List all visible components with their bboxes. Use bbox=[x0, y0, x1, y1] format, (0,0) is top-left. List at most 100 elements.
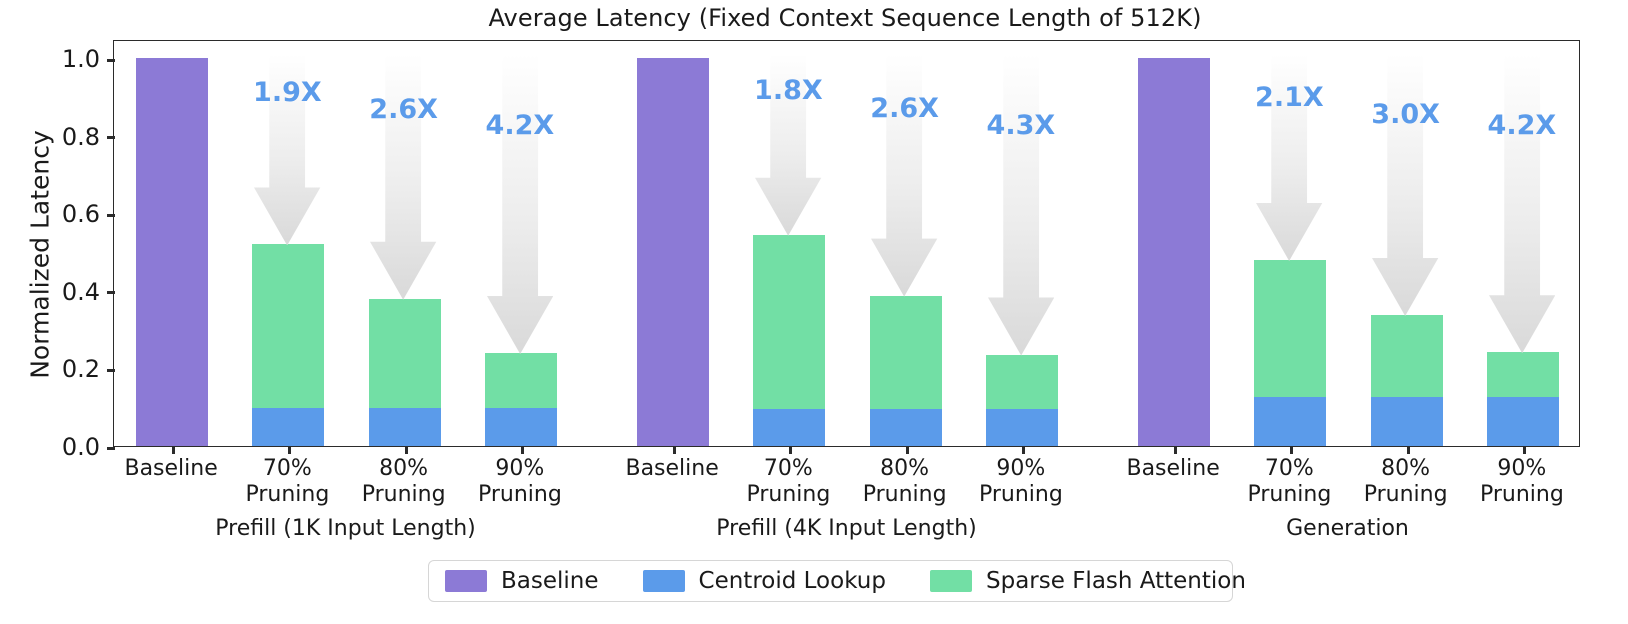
x-axis-tick-label: 80% Pruning bbox=[361, 456, 446, 507]
bar bbox=[637, 58, 710, 446]
legend-swatch bbox=[930, 570, 972, 592]
speedup-annotation: 3.0X bbox=[1371, 98, 1440, 130]
legend-swatch bbox=[445, 570, 487, 592]
bar-segment-sparse bbox=[1370, 315, 1443, 397]
legend-item[interactable]: Centroid Lookup bbox=[642, 568, 886, 594]
y-tick-label: 1.0 bbox=[61, 45, 100, 74]
bar bbox=[869, 295, 942, 446]
y-tick-mark bbox=[107, 136, 115, 140]
speedup-down-arrow-icon bbox=[370, 54, 437, 300]
speedup-down-arrow-icon bbox=[1372, 54, 1439, 316]
bar-segment-centroid bbox=[753, 409, 826, 446]
bar bbox=[252, 244, 325, 446]
legend-item[interactable]: Baseline bbox=[445, 568, 599, 594]
speedup-down-arrow-icon bbox=[486, 54, 554, 354]
speedup-annotation: 4.2X bbox=[1487, 109, 1557, 141]
speedup-down-arrow-icon bbox=[254, 54, 321, 246]
legend-item[interactable]: Sparse Flash Attention bbox=[930, 568, 1246, 594]
bar bbox=[753, 234, 826, 446]
y-tick-label: 0.4 bbox=[61, 277, 100, 306]
x-axis-tick-label: 70% Pruning bbox=[746, 456, 831, 507]
x-axis-tick-label: 70% Pruning bbox=[245, 456, 330, 507]
bar bbox=[985, 354, 1058, 446]
y-tick-label: 0.6 bbox=[61, 200, 100, 229]
chart-legend: Baseline Centroid Lookup Sparse Flash Atte… bbox=[428, 560, 1246, 602]
y-axis-label: Normalized Latency bbox=[25, 130, 55, 379]
speedup-annotation: 2.6X bbox=[870, 92, 939, 124]
bar-segment-baseline bbox=[1138, 58, 1211, 446]
bar-segment-centroid bbox=[869, 409, 942, 446]
y-tick-label: 0.0 bbox=[61, 433, 100, 461]
speedup-down-arrow-icon bbox=[871, 54, 938, 297]
x-axis-tick-label: 80% Pruning bbox=[1363, 456, 1448, 507]
speedup-down-arrow-icon bbox=[987, 54, 1055, 356]
x-tick-mark bbox=[172, 446, 176, 454]
y-tick-label: 0.2 bbox=[61, 355, 100, 384]
bar bbox=[368, 298, 441, 446]
bar bbox=[136, 58, 209, 446]
bar-segment-sparse bbox=[484, 352, 557, 409]
x-tick-mark bbox=[404, 446, 408, 454]
y-tick-mark bbox=[107, 291, 115, 295]
bar-segment-centroid bbox=[484, 408, 557, 446]
bar bbox=[484, 352, 557, 446]
bar-segment-sparse bbox=[753, 234, 826, 410]
bar bbox=[1254, 259, 1327, 446]
x-axis-tick-label: 80% Pruning bbox=[862, 456, 947, 507]
x-axis-group-label: Prefill (1K Input Length) bbox=[215, 516, 476, 541]
speedup-down-arrow-icon bbox=[755, 54, 822, 236]
x-tick-mark bbox=[1406, 446, 1410, 454]
speedup-down-arrow-icon bbox=[1488, 54, 1556, 354]
legend-label: Baseline bbox=[501, 568, 599, 594]
bar-segment-baseline bbox=[637, 58, 710, 446]
x-tick-mark bbox=[288, 446, 292, 454]
bar-segment-centroid bbox=[1486, 396, 1559, 446]
x-axis-group-label: Prefill (4K Input Length) bbox=[716, 516, 977, 541]
legend-swatch bbox=[642, 570, 685, 592]
x-tick-mark bbox=[905, 446, 909, 454]
x-axis-tick-label: Baseline bbox=[625, 456, 719, 481]
bar bbox=[1370, 315, 1443, 446]
legend-label: Centroid Lookup bbox=[698, 568, 886, 594]
plot-inner: 0.0 0.2 0.4 0.6 0.8 1.0 bbox=[62, 41, 1579, 461]
bar-segment-sparse bbox=[1486, 352, 1559, 397]
speedup-down-arrow-icon bbox=[1256, 54, 1323, 261]
bar-segment-centroid bbox=[1370, 396, 1443, 446]
y-tick-mark bbox=[107, 213, 115, 217]
plot-area: 0.0 0.2 0.4 0.6 0.8 1.0 bbox=[62, 40, 1580, 461]
x-axis-tick-label: 90% Pruning bbox=[1479, 456, 1564, 507]
speedup-annotation: 2.6X bbox=[369, 93, 438, 125]
x-axis-tick-label: 70% Pruning bbox=[1247, 456, 1332, 507]
x-tick-mark bbox=[673, 446, 677, 454]
speedup-annotation: 2.1X bbox=[1255, 82, 1324, 114]
bar-segment-baseline bbox=[136, 58, 209, 446]
bar-segment-sparse bbox=[252, 244, 325, 409]
y-tick-label: 0.8 bbox=[61, 122, 100, 151]
legend-label: Sparse Flash Attention bbox=[986, 568, 1246, 594]
x-axis-tick-label: Baseline bbox=[124, 456, 218, 481]
bar-segment-sparse bbox=[869, 295, 942, 410]
bar-segment-centroid bbox=[1254, 396, 1327, 446]
x-axis-group-label: Generation bbox=[1286, 516, 1409, 541]
x-tick-mark bbox=[1290, 446, 1294, 454]
bar-segment-sparse bbox=[368, 298, 441, 409]
bar bbox=[1138, 58, 1211, 446]
chart-title: Average Latency (Fixed Context Sequence … bbox=[488, 4, 1202, 32]
x-axis-tick-label: Baseline bbox=[1126, 456, 1220, 481]
x-axis-tick-label: 90% Pruning bbox=[477, 456, 562, 507]
x-tick-mark bbox=[1174, 446, 1178, 454]
speedup-annotation: 4.2X bbox=[485, 109, 555, 141]
y-tick-mark bbox=[107, 368, 115, 372]
bar-segment-centroid bbox=[252, 408, 325, 446]
bar-segment-centroid bbox=[985, 409, 1058, 446]
y-tick-mark bbox=[107, 58, 115, 62]
bar bbox=[1486, 352, 1559, 446]
x-tick-mark bbox=[520, 446, 524, 454]
bar-segment-centroid bbox=[368, 408, 441, 446]
x-tick-mark bbox=[789, 446, 793, 454]
y-tick-mark bbox=[107, 446, 115, 450]
bar-segment-sparse bbox=[985, 354, 1058, 410]
x-tick-mark bbox=[1021, 446, 1025, 454]
speedup-annotation: 1.8X bbox=[754, 74, 823, 106]
